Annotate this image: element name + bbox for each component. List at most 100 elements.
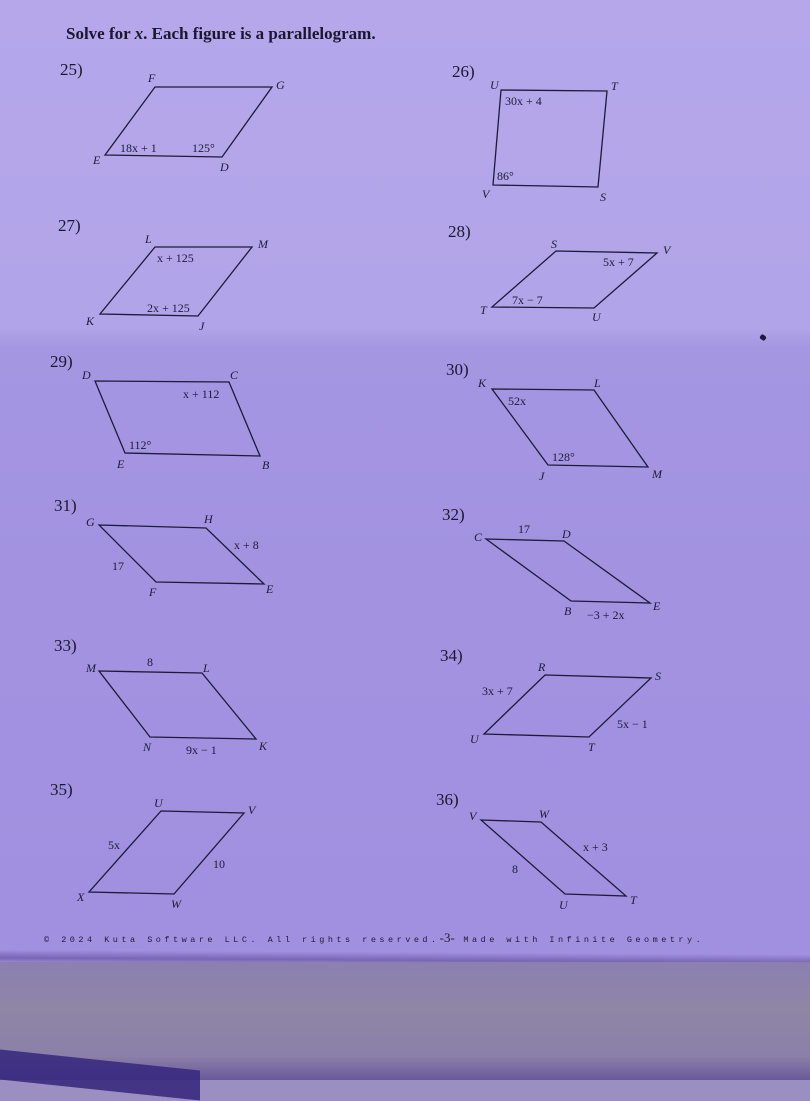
vertex-label: E [117,457,125,471]
desk-surface [0,962,810,1080]
problem-number: 27) [58,216,81,235]
problem-number: 26) [452,62,475,81]
copyright-footer: © 2024 Kuta Software LLC. All rights res… [44,930,705,945]
vertex-label: S [551,237,557,251]
vertex-label: E [653,599,661,613]
vertex-label: F [149,585,157,599]
side-expression: −3 + 2x [587,608,625,622]
vertex-label: U [592,310,601,324]
vertex-label: M [258,237,268,251]
problem-number: 34) [440,646,463,665]
side-expression: x + 8 [234,538,259,552]
vertex-label: F [148,71,156,85]
vertex-label: M [86,661,96,675]
angle-expression: 5x + 7 [603,255,634,269]
side-length: 17 [112,559,124,573]
side-expression: 3x + 7 [482,684,513,698]
angle-expression: 2x + 125 [147,301,190,315]
side-expression: 9x − 1 [186,743,217,757]
side-length: 10 [213,857,225,871]
side-length: 8 [147,655,153,669]
vertex-label: N [143,740,152,754]
problem-number: 28) [448,222,471,241]
vertex-label: V [482,187,490,201]
vertex-label: M [652,467,662,481]
vertex-label: S [655,669,661,683]
problem-number: 33) [54,636,77,655]
problem-number: 25) [60,60,83,79]
vertex-label: V [469,809,477,823]
angle-expression: 30x + 4 [505,94,542,108]
vertex-label: J [539,469,545,483]
vertex-label: L [145,232,152,246]
page-number: -3- [439,930,455,945]
vertex-label: B [262,458,270,472]
vertex-label: T [588,740,595,754]
vertex-label: S [600,190,606,204]
worksheet-page [0,0,810,965]
angle-measure: 125° [192,141,215,155]
angle-measure: 86° [497,169,514,183]
side-expression: 5x − 1 [617,717,648,731]
vertex-label: G [86,515,95,529]
vertex-label: U [154,796,163,810]
angle-expression: 52x [508,394,526,408]
vertex-label: V [663,243,671,257]
vertex-label: U [490,78,499,92]
vertex-label: E [266,582,274,596]
vertex-label: K [86,314,95,328]
vertex-label: C [474,530,483,544]
problem-number: 32) [442,505,465,524]
side-length: 8 [512,862,518,876]
vertex-label: W [539,807,549,821]
vertex-label: D [562,527,571,541]
vertex-label: B [564,604,572,618]
vertex-label: L [594,376,601,390]
vertex-label: T [480,303,487,317]
side-expression: 5x [108,838,120,852]
angle-expression: x + 125 [157,251,194,265]
side-length: 17 [518,522,530,536]
vertex-label: K [478,376,487,390]
vertex-label: J [199,319,205,333]
vertex-label: H [204,512,213,526]
angle-expression: 7x − 7 [512,293,543,307]
problem-number: 30) [446,360,469,379]
vertex-label: W [171,897,181,911]
vertex-label: U [559,898,568,912]
vertex-label: D [220,160,229,174]
vertex-label: T [611,79,618,93]
problem-number: 31) [54,496,77,515]
vertex-label: K [259,739,268,753]
angle-measure: 112° [129,438,152,452]
side-expression: x + 3 [583,840,608,854]
vertex-label: U [470,732,479,746]
vertex-label: C [230,368,239,382]
vertex-label: T [630,893,637,907]
angle-measure: 128° [552,450,575,464]
problem-number: 29) [50,352,73,371]
angle-expression: 18x + 1 [120,141,157,155]
vertex-label: E [93,153,101,167]
instructions-heading: Solve for x. Each figure is a parallelog… [66,24,376,43]
vertex-label: V [248,803,256,817]
vertex-label: D [82,368,91,382]
vertex-label: L [203,661,210,675]
angle-expression: x + 112 [183,387,220,401]
vertex-label: X [77,890,85,904]
problem-number: 36) [436,790,459,809]
problem-number: 35) [50,780,73,799]
vertex-label: G [276,78,285,92]
